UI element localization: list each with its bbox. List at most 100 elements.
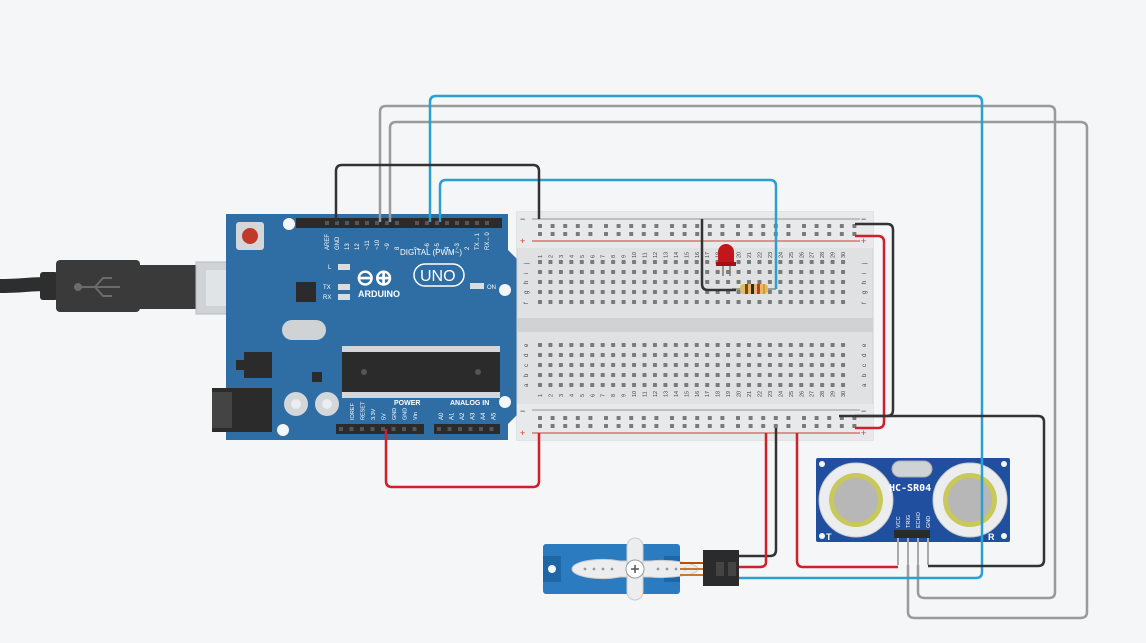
rail-hole[interactable] [827, 232, 832, 236]
wire-servo-gnd[interactable] [739, 428, 778, 558]
breadboard-hole[interactable] [757, 373, 762, 377]
pin-header-hole[interactable] [468, 427, 473, 431]
breadboard-hole[interactable] [663, 373, 668, 377]
rail-hole[interactable] [720, 232, 725, 236]
breadboard-hole[interactable] [767, 280, 772, 284]
breadboard-hole[interactable] [705, 373, 710, 377]
breadboard-hole[interactable] [663, 260, 668, 264]
breadboard-hole[interactable] [642, 290, 647, 294]
breadboard-hole[interactable] [809, 363, 814, 367]
pin-header-hole[interactable] [385, 221, 389, 225]
rail-hole[interactable] [802, 416, 806, 420]
breadboard-hole[interactable] [642, 260, 647, 264]
pin-header-hole[interactable] [485, 221, 489, 225]
rail-hole[interactable] [654, 424, 659, 428]
breadboard-hole[interactable] [632, 383, 637, 387]
rail-hole[interactable] [682, 232, 687, 236]
breadboard-hole[interactable] [778, 300, 783, 304]
breadboard-hole[interactable] [841, 373, 846, 377]
breadboard-hole[interactable] [841, 383, 846, 387]
pin-header-hole[interactable] [395, 221, 399, 225]
rail-hole[interactable] [575, 424, 580, 428]
pin-header-hole[interactable] [437, 427, 441, 431]
breadboard-hole[interactable] [621, 260, 626, 264]
breadboard-hole[interactable] [538, 343, 542, 347]
breadboard-hole[interactable] [694, 343, 699, 347]
rail-hole[interactable] [773, 424, 778, 428]
breadboard-hole[interactable] [767, 270, 772, 274]
sensor-header[interactable] [894, 530, 930, 538]
breadboard-hole[interactable] [747, 383, 751, 387]
servo-motor[interactable] [543, 537, 739, 601]
rail-hole[interactable] [604, 232, 608, 236]
breadboard-hole[interactable] [705, 280, 710, 284]
breadboard-hole[interactable] [747, 270, 751, 274]
rail-hole[interactable] [682, 424, 687, 428]
breadboard-hole[interactable] [799, 280, 804, 284]
breadboard-hole[interactable] [736, 260, 741, 264]
breadboard-hole[interactable] [590, 383, 595, 387]
breadboard-hole[interactable] [809, 270, 814, 274]
analog-header[interactable] [434, 424, 500, 434]
pin-header-hole[interactable] [335, 221, 339, 225]
rail-hole[interactable] [538, 424, 542, 428]
breadboard-hole[interactable] [747, 353, 751, 357]
breadboard-hole[interactable] [736, 270, 741, 274]
breadboard-hole[interactable] [600, 363, 605, 367]
breadboard-hole[interactable] [788, 290, 793, 294]
breadboard-hole[interactable] [632, 343, 637, 347]
breadboard-hole[interactable] [684, 343, 689, 347]
breadboard-hole[interactable] [694, 270, 699, 274]
breadboard-hole[interactable] [673, 383, 678, 387]
breadboard-hole[interactable] [809, 300, 814, 304]
rail-hole[interactable] [748, 416, 753, 420]
breadboard-hole[interactable] [673, 363, 678, 367]
rail-hole[interactable] [786, 224, 791, 228]
breadboard-hole[interactable] [767, 260, 772, 264]
pin-header-hole[interactable] [360, 427, 364, 431]
breadboard-hole[interactable] [694, 363, 699, 367]
breadboard-hole[interactable] [726, 300, 731, 304]
breadboard-hole[interactable] [778, 343, 783, 347]
breadboard-hole[interactable] [757, 300, 762, 304]
rail-hole[interactable] [748, 232, 753, 236]
rail-hole[interactable] [802, 224, 806, 228]
servo-connector[interactable] [703, 550, 739, 586]
rail-hole[interactable] [538, 224, 542, 228]
breadboard-hole[interactable] [757, 383, 762, 387]
breadboard-hole[interactable] [799, 353, 804, 357]
rail-hole[interactable] [748, 424, 753, 428]
breadboard-hole[interactable] [611, 373, 616, 377]
breadboard-hole[interactable] [590, 353, 595, 357]
pin-header-hole[interactable] [381, 427, 385, 431]
rail-hole[interactable] [575, 416, 580, 420]
breadboard-hole[interactable] [809, 373, 814, 377]
rail-hole[interactable] [563, 232, 568, 236]
breadboard-hole[interactable] [841, 353, 846, 357]
rail-hole[interactable] [802, 232, 806, 236]
breadboard-hole[interactable] [558, 353, 563, 357]
breadboard-hole[interactable] [590, 290, 595, 294]
breadboard-hole[interactable] [736, 343, 741, 347]
breadboard-hole[interactable] [736, 363, 741, 367]
breadboard-hole[interactable] [788, 300, 793, 304]
rail-hole[interactable] [695, 416, 700, 420]
rail-hole[interactable] [736, 224, 740, 228]
breadboard-hole[interactable] [715, 270, 720, 274]
breadboard-hole[interactable] [767, 300, 772, 304]
breadboard-hole[interactable] [767, 290, 772, 294]
breadboard-hole[interactable] [778, 363, 783, 367]
breadboard-hole[interactable] [715, 373, 720, 377]
breadboard-hole[interactable] [652, 343, 657, 347]
breadboard-hole[interactable] [558, 270, 563, 274]
rail-hole[interactable] [839, 424, 844, 428]
breadboard-hole[interactable] [799, 383, 804, 387]
breadboard-hole[interactable] [590, 373, 595, 377]
breadboard-hole[interactable] [558, 383, 563, 387]
breadboard-hole[interactable] [611, 383, 616, 387]
rail-hole[interactable] [563, 424, 568, 428]
breadboard-hole[interactable] [809, 290, 814, 294]
breadboard-hole[interactable] [579, 353, 584, 357]
breadboard-hole[interactable] [600, 280, 605, 284]
